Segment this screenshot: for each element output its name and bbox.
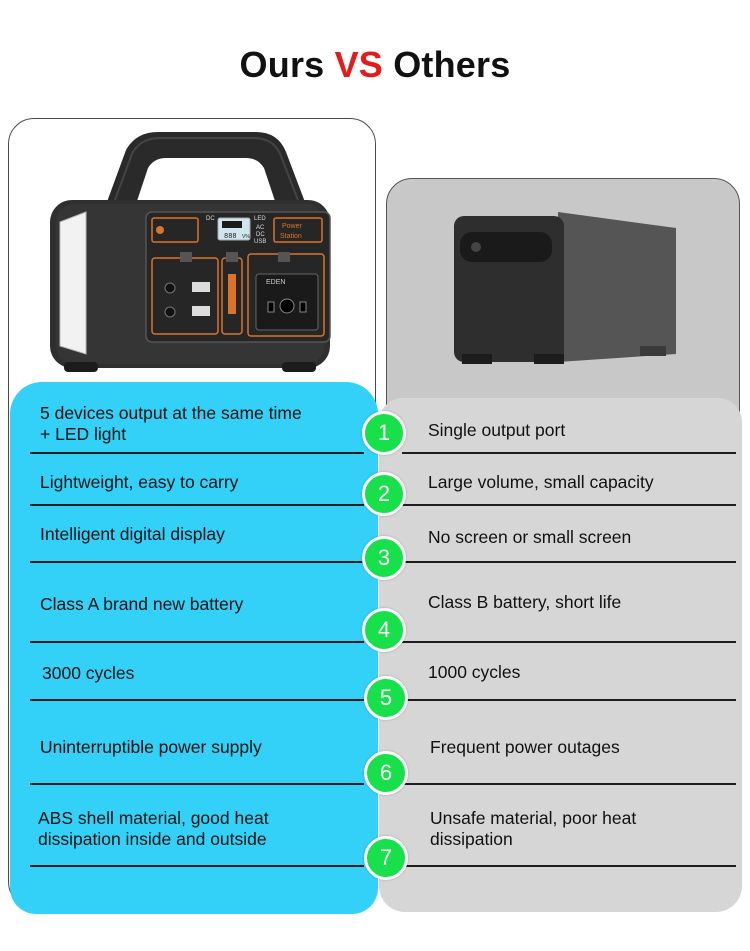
ours-feature-3: Intelligent digital display bbox=[40, 524, 225, 544]
number-badge-3: 3 bbox=[362, 536, 406, 580]
row-divider bbox=[30, 452, 364, 454]
title-ours: Ours bbox=[239, 44, 325, 85]
display-digits: 888 bbox=[224, 233, 237, 241]
title-vs: VS bbox=[334, 44, 384, 85]
tag-ac: AC bbox=[256, 225, 265, 231]
tag-usb: USB bbox=[254, 239, 266, 245]
row-divider bbox=[30, 699, 364, 701]
number-badge-5: 5 bbox=[364, 676, 408, 720]
tag-dc: DC bbox=[206, 216, 215, 222]
row-divider bbox=[30, 865, 364, 867]
others-panel bbox=[379, 398, 742, 912]
tag-dc2: DC bbox=[256, 232, 265, 238]
ours-feature-1: 5 devices output at the same time+ LED l… bbox=[40, 403, 302, 444]
row-divider bbox=[30, 504, 364, 506]
others-feature-6: Frequent power outages bbox=[430, 737, 620, 757]
row-divider bbox=[30, 783, 364, 785]
number-badge-7: 7 bbox=[364, 836, 408, 880]
title-others: Others bbox=[393, 44, 511, 85]
ours-feature-2: Lightweight, easy to carry bbox=[40, 472, 239, 492]
number-badge-4: 4 bbox=[362, 608, 406, 652]
ours-feature-4: Class A brand new battery bbox=[40, 594, 244, 614]
row-divider bbox=[402, 561, 736, 563]
row-divider bbox=[402, 504, 736, 506]
tag-led: LED bbox=[254, 216, 266, 222]
row-divider bbox=[30, 641, 364, 643]
others-feature-5: 1000 cycles bbox=[428, 662, 521, 682]
page-title: Ours VS Others bbox=[0, 44, 750, 86]
row-divider bbox=[402, 452, 736, 454]
panel-label-line1: Power bbox=[282, 223, 303, 230]
ours-panel bbox=[10, 382, 378, 914]
row-divider bbox=[402, 641, 736, 643]
number-badge-2: 2 bbox=[362, 472, 406, 516]
ours-feature-5: 3000 cycles bbox=[42, 663, 135, 683]
ours-power-station-image: 888 V% DC LED AC DC USB Power Station ED… bbox=[50, 132, 331, 372]
ours-feature-6: Uninterruptible power supply bbox=[40, 737, 262, 757]
row-divider bbox=[30, 561, 364, 563]
number-badge-1: 1 bbox=[362, 411, 406, 455]
row-divider bbox=[402, 783, 736, 785]
number-badge-6: 6 bbox=[364, 751, 408, 795]
others-feature-2: Large volume, small capacity bbox=[428, 472, 654, 492]
product-brand: EDEN bbox=[266, 279, 285, 286]
others-feature-3: No screen or small screen bbox=[428, 527, 632, 547]
others-feature-4: Class B battery, short life bbox=[428, 592, 622, 612]
panel-label-line2: Station bbox=[280, 233, 302, 240]
others-feature-1: Single output port bbox=[428, 420, 566, 440]
others-power-station-image bbox=[454, 212, 676, 364]
display-unit: V% bbox=[242, 234, 250, 240]
row-divider bbox=[402, 699, 736, 701]
row-divider bbox=[402, 865, 736, 867]
